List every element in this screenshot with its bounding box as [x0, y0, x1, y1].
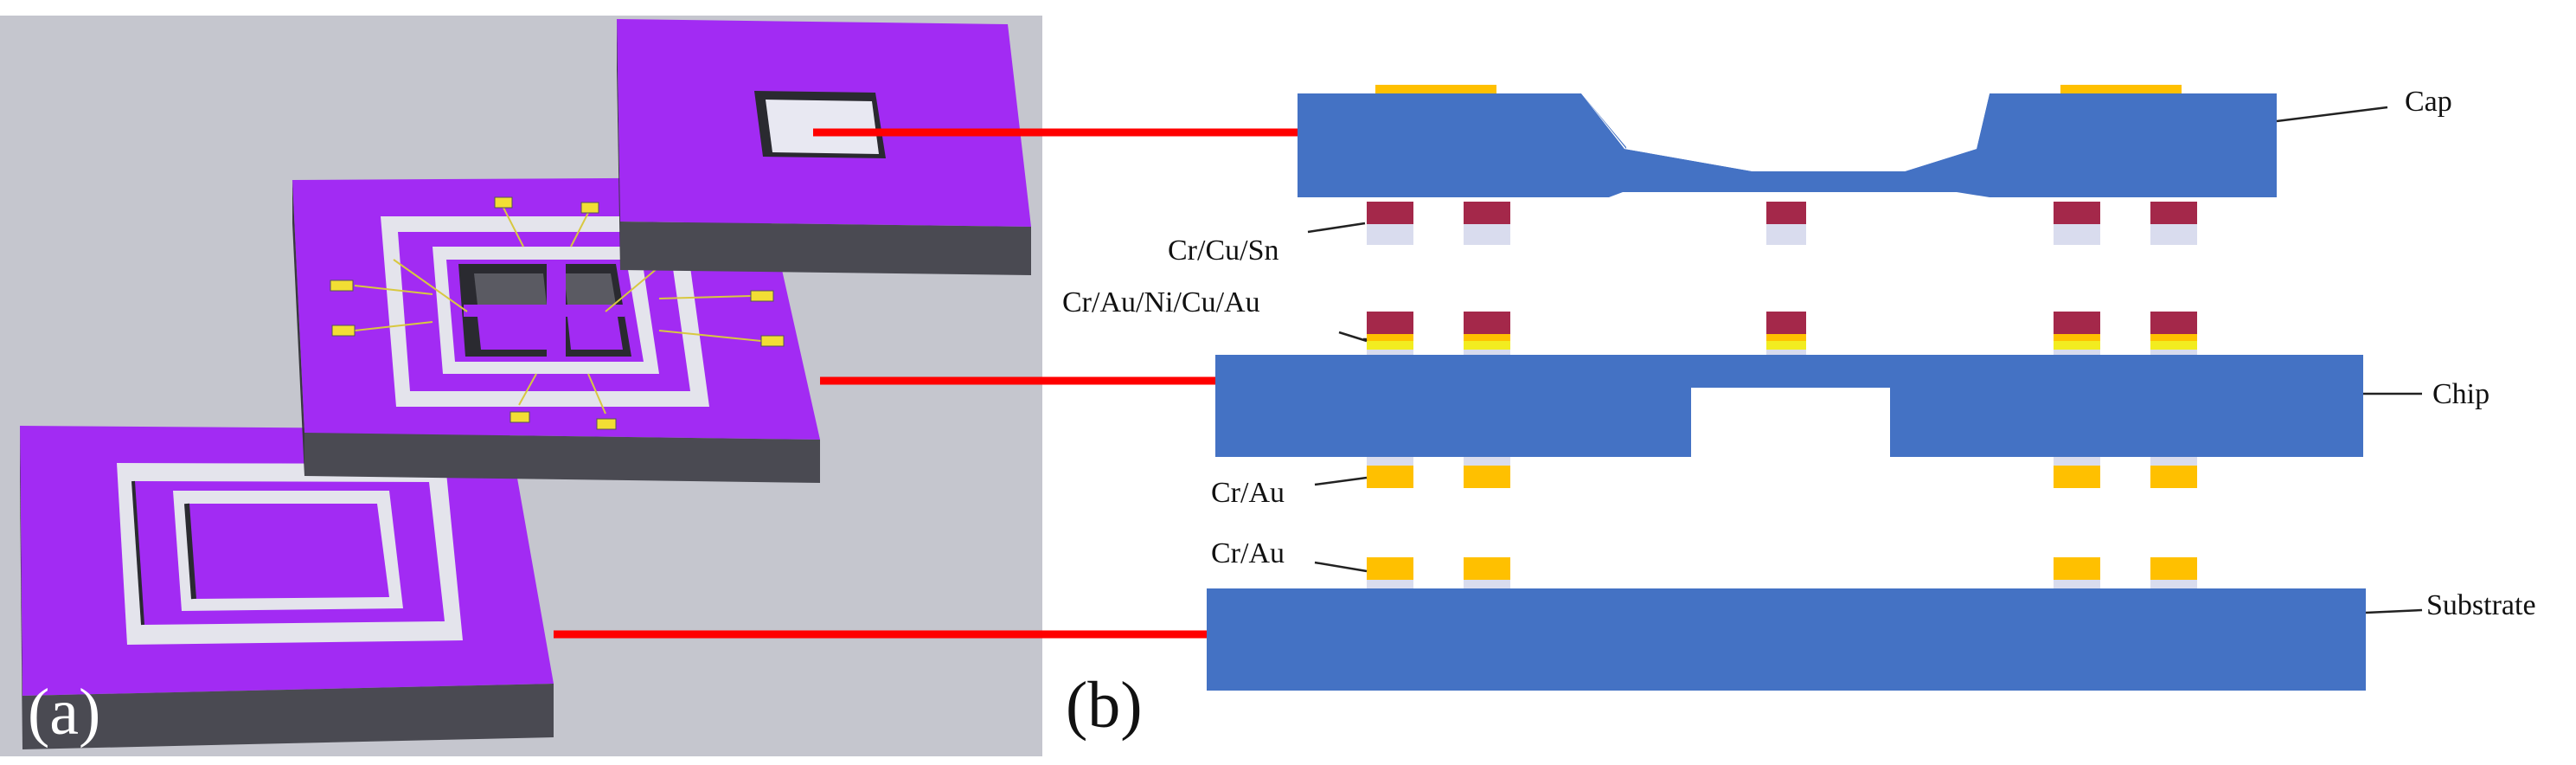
chip-3d [292, 177, 820, 483]
bump [2054, 202, 2100, 245]
chip-top-bumps [1367, 312, 2197, 355]
pad [1367, 457, 1413, 488]
panel-a [0, 16, 1042, 756]
cap-pad [1375, 85, 1496, 93]
panel-b: Cap Chip Substrate Cr/Cu/Sn Cr/Au/Ni/Cu/… [1062, 85, 2536, 691]
substrate-layer [1207, 588, 2366, 691]
pad [1367, 557, 1413, 588]
chip-top-metal-label: Cr/Au/Ni/Cu/Au [1062, 286, 1260, 318]
pad [1464, 557, 1510, 588]
pad [2150, 557, 2197, 588]
bump [1766, 202, 1806, 245]
leader-lines [1307, 106, 2423, 614]
bump [1367, 202, 1413, 245]
chip-bottom-metal-label: Cr/Au [1211, 477, 1285, 509]
bump [2054, 312, 2100, 355]
chip-label: Chip [2432, 378, 2489, 410]
bump [1464, 312, 1510, 355]
bump [1766, 312, 1806, 355]
cap-bumps [1367, 202, 2197, 245]
bump [1367, 312, 1413, 355]
connectors [554, 128, 1304, 639]
cap-bump-label: Cr/Cu/Sn [1168, 235, 1278, 267]
cap-pad [2060, 85, 2182, 93]
pad [2054, 457, 2100, 488]
panel-a-label: (a) [28, 676, 100, 749]
chip-layer [1215, 355, 2363, 457]
bump [1464, 202, 1510, 245]
cap-layer [1298, 93, 2277, 197]
bump [2150, 202, 2197, 245]
substrate-pads [1367, 557, 2197, 588]
substrate-3d [20, 426, 554, 749]
pad [2150, 457, 2197, 488]
pad [2054, 557, 2100, 588]
chip-bottom-pads [1367, 457, 2197, 488]
panel-b-label: (b) [1066, 669, 1143, 742]
substrate-metal-label: Cr/Au [1211, 537, 1285, 569]
cap-label: Cap [2405, 86, 2452, 118]
pad [1464, 457, 1510, 488]
substrate-label: Substrate [2426, 589, 2536, 621]
bump [2150, 312, 2197, 355]
cap-3d [617, 19, 1031, 275]
